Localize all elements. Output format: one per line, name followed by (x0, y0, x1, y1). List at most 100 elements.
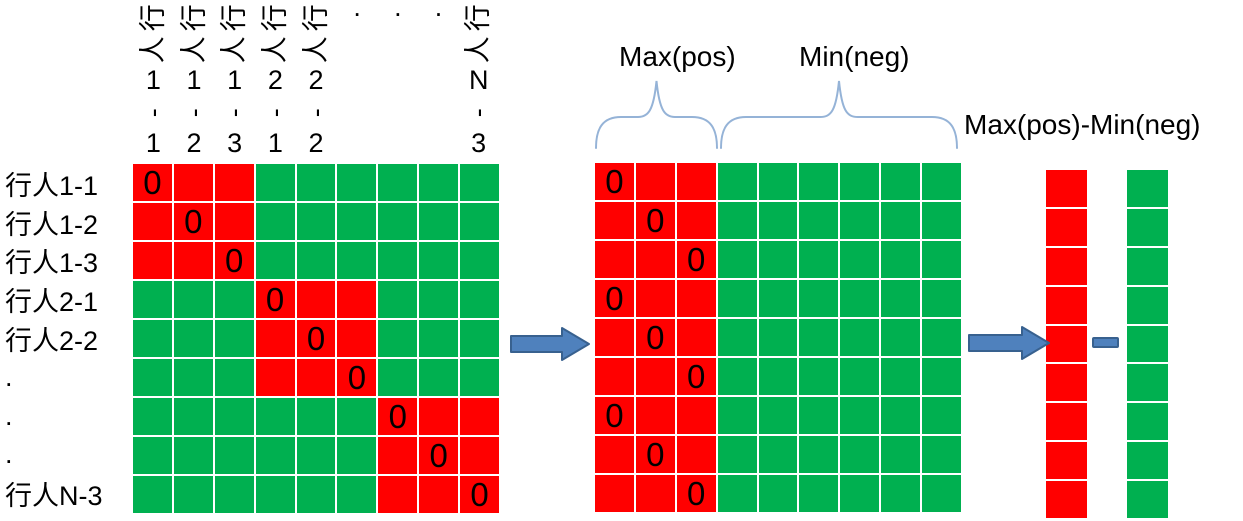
min-neg-column-vector (1127, 170, 1168, 518)
matrix-cell (922, 241, 961, 278)
matrix-cell (337, 476, 377, 513)
row-label: 行人1-3 (5, 248, 99, 279)
column-header-char: 行 (463, 4, 494, 32)
column-header-char: 行 (219, 4, 250, 32)
matrix-cell (337, 320, 377, 357)
matrix-cell (635, 397, 675, 434)
column-header-char: 行 (300, 4, 331, 32)
vector-cell (1046, 208, 1087, 246)
matrix-cell: 0 (635, 436, 675, 473)
vector-cell (1046, 170, 1087, 207)
matrix-cell (635, 241, 675, 278)
matrix-cell (419, 203, 459, 240)
matrix-cell (460, 437, 499, 474)
vector-cell (1046, 364, 1087, 402)
vector-cell (1046, 286, 1087, 324)
matrix-cell (173, 437, 213, 474)
matrix-cell (214, 281, 254, 318)
matrix-cell (255, 476, 295, 513)
matrix-cell (595, 202, 634, 239)
matrix-cell (460, 242, 499, 279)
matrix-cell (799, 436, 839, 473)
matrix-cell (419, 398, 459, 435)
matrix-cell: 0 (378, 398, 418, 435)
matrix-cell (214, 476, 254, 513)
matrix-cell (214, 203, 254, 240)
matrix-cell (799, 358, 839, 395)
matrix-cell (133, 203, 172, 240)
matrix-cell (214, 164, 254, 201)
matrix-cell (214, 320, 254, 357)
matrix-cell (799, 241, 839, 278)
column-header-char: - (178, 107, 209, 117)
column-header-char: 人 (259, 35, 290, 63)
matrix-cell (595, 241, 634, 278)
matrix-cell (378, 242, 418, 279)
matrix-cell (840, 358, 880, 395)
column-header-char: 2 (267, 65, 283, 96)
matrix-cell (419, 281, 459, 318)
column-header-char: 2 (186, 128, 202, 159)
matrix-cell (133, 437, 172, 474)
matrix-cell (676, 436, 716, 473)
matrix-cell (595, 475, 634, 512)
matrix-cell (460, 320, 499, 357)
matrix-cell (255, 437, 295, 474)
matrix-cell: 0 (214, 242, 254, 279)
matrix-cell (595, 358, 634, 395)
matrix-cell (676, 397, 716, 434)
matrix-cell (337, 203, 377, 240)
column-header-char: 1 (186, 65, 202, 96)
column-header-char: - (300, 107, 331, 117)
matrix-cell (378, 359, 418, 396)
matrix-cell (717, 202, 757, 239)
matrix-cell (799, 280, 839, 317)
matrix-cell (635, 163, 675, 200)
matrix-cell (758, 475, 798, 512)
matrix-cell (296, 437, 336, 474)
vector-cell (1127, 481, 1168, 518)
matrix-cell (378, 203, 418, 240)
matrix-cell (881, 241, 921, 278)
matrix-cell (676, 319, 716, 356)
vector-cell (1127, 442, 1168, 480)
matrix-cell (214, 398, 254, 435)
matrix-cell (758, 397, 798, 434)
row-ellipsis-dot: . (5, 400, 13, 431)
vector-cell (1046, 481, 1087, 518)
matrix-cell (676, 280, 716, 317)
row-ellipsis-dot: . (5, 361, 13, 392)
matrix-cell: 0 (133, 164, 172, 201)
vector-cell (1046, 403, 1087, 441)
vector-cell (1127, 325, 1168, 363)
matrix-cell (595, 319, 634, 356)
column-header-char: 3 (227, 128, 243, 159)
matrix-cell (922, 397, 961, 434)
matrix-cell (799, 475, 839, 512)
matrix-cell (337, 242, 377, 279)
vector-cell (1046, 247, 1087, 285)
row-label: 行人1-2 (5, 209, 99, 240)
matrix-cell (758, 358, 798, 395)
matrix-cell (717, 319, 757, 356)
matrix-cell (296, 164, 336, 201)
matrix-cell (635, 358, 675, 395)
matrix-cell (133, 398, 172, 435)
matrix-cell (214, 437, 254, 474)
matrix-cell (419, 164, 459, 201)
matrix-cell (419, 242, 459, 279)
matrix-cell (881, 202, 921, 239)
matrix-cell (922, 319, 961, 356)
matrix-cell (799, 202, 839, 239)
min-neg-label: Min(neg) (799, 41, 910, 72)
column-header-char: 1 (145, 128, 161, 159)
matrix-cell (378, 437, 418, 474)
matrix-cell (337, 281, 377, 318)
matrix-cell (419, 359, 459, 396)
matrix-cell: 0 (595, 280, 634, 317)
column-header-char: 2 (308, 128, 324, 159)
column-header-char: 1 (227, 65, 243, 96)
